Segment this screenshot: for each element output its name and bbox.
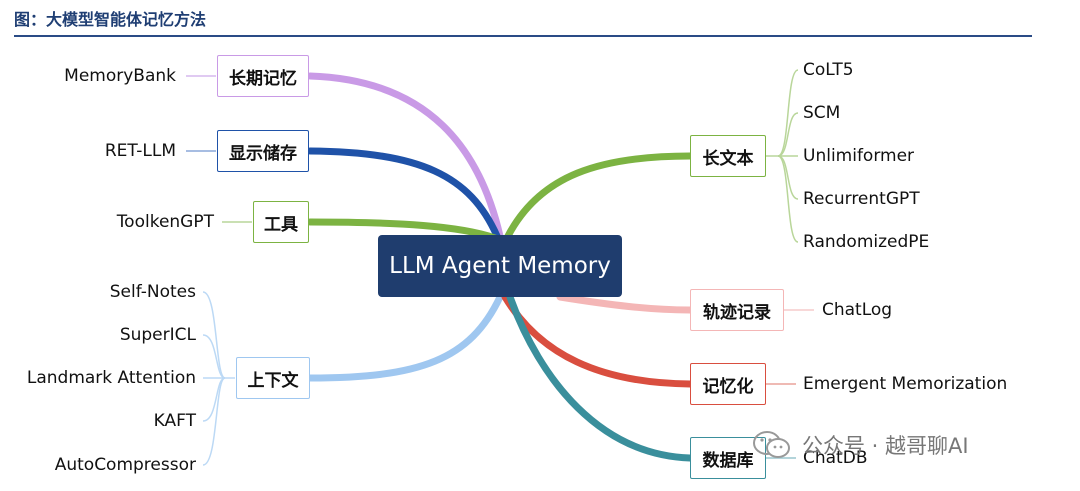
leaf-unlimiformer: Unlimiformer — [803, 146, 915, 166]
branch-explicit-store — [306, 147, 501, 240]
watermark: 公众号 · 越哥聊AI — [752, 430, 969, 460]
leaf-recurrentgpt: RecurrentGPT — [803, 189, 920, 209]
watermark-text: 公众号 · 越哥聊AI — [802, 434, 969, 458]
leaf-chatlog: ChatLog — [822, 300, 893, 320]
branch-tools — [306, 218, 499, 242]
leaf-randomizedpe: RandomizedPE — [803, 232, 930, 252]
wechat-icon — [752, 430, 792, 460]
category-trace-log: 轨迹记录 — [690, 289, 784, 331]
branch-long-memory — [306, 72, 504, 240]
center-node: LLM Agent Memory — [378, 235, 622, 297]
leaf-autocompressor: AutoCompressor — [54, 455, 196, 475]
title-divider — [14, 35, 1032, 37]
leaf-colt5: CoLT5 — [803, 60, 854, 80]
category-tools: 工具 — [253, 201, 309, 243]
leaf-toolkengpt: ToolkenGPT — [116, 212, 214, 232]
category-long-text: 长文本 — [690, 135, 766, 177]
branch-database — [506, 293, 694, 462]
figure-title: 图：大模型智能体记忆方法 — [14, 10, 207, 29]
leaf-chatdb: ChatDB — [803, 448, 868, 468]
branch-long-text — [504, 152, 694, 240]
category-explicit-store: 显示储存 — [217, 130, 309, 172]
leaf-emergent-memorization: Emergent Memorization — [803, 374, 1008, 394]
leaf-scm: SCM — [803, 103, 841, 123]
leaf-memorybank: MemoryBank — [64, 66, 176, 86]
leaf-self-notes: Self-Notes — [109, 282, 196, 302]
branch-context — [306, 293, 504, 382]
leaf-supericl: SuperICL — [119, 325, 196, 345]
category-context: 上下文 — [236, 357, 310, 399]
branch-trace-log — [556, 293, 694, 314]
category-memorization: 记忆化 — [690, 363, 766, 405]
leaf-landmark-attention: Landmark Attention — [26, 368, 196, 388]
category-long-memory: 长期记忆 — [217, 55, 309, 97]
leaf-ret-llm: RET-LLM — [104, 141, 176, 161]
leaf-kaft: KAFT — [153, 411, 196, 431]
